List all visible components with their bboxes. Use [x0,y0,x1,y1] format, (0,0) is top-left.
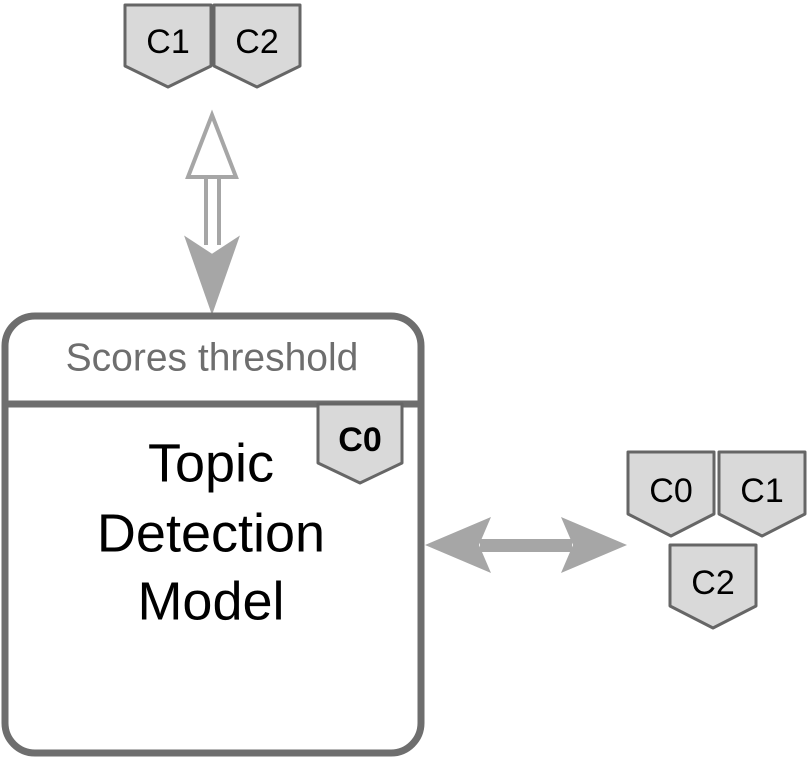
top-tag-c1-label: C1 [146,23,189,61]
model-title-line-1: Topic [148,433,274,493]
right-tag-c2-label: C2 [691,564,734,602]
top-tag-c2-label: C2 [235,23,278,61]
right-tag-c2: C2 [668,543,758,630]
tag-shape [316,402,404,485]
arrow-head-right [561,517,627,573]
tag-shape [123,3,213,89]
right-tag-c0: C0 [626,450,716,538]
model-box-tag: C0 [316,402,404,485]
arrow-head-down [184,235,240,316]
tag-shape [626,450,716,538]
arrow-shaft [480,539,572,552]
top-tag-group: C1 C2 [123,3,302,89]
model-box-tag-label: C0 [338,421,381,459]
model-box: Scores threshold C0 Topic Detection Mode… [1,312,425,757]
arrow-head-up [185,109,239,179]
right-tag-c0-label: C0 [649,472,692,510]
right-tag-c1: C1 [717,450,807,538]
right-tag-c1-label: C1 [740,472,783,510]
vertical-double-arrow [184,109,240,316]
model-box-header: Scores threshold [66,336,359,379]
model-title-line-3: Model [137,571,284,631]
top-tag-c1: C1 [123,3,213,89]
tag-shape [717,450,807,538]
tag-shape [212,3,302,89]
top-tag-c2: C2 [212,3,302,89]
model-title-line-2: Detection [97,503,325,563]
arrow-head-left [425,517,491,573]
horizontal-double-arrow [425,517,627,573]
tag-shape [668,543,758,630]
right-tag-group: C0 C1 C2 [626,450,807,630]
